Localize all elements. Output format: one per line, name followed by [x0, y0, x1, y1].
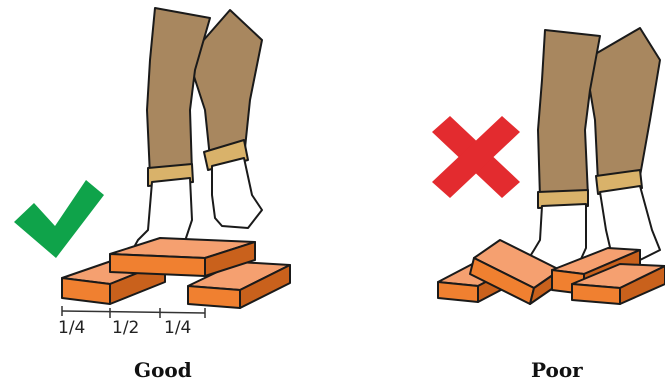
good-caption: Good [134, 358, 192, 382]
green-checkmark-icon [14, 180, 104, 258]
fraction-label-middle: 1/2 [112, 318, 139, 338]
fraction-label-left: 1/4 [58, 318, 85, 338]
measurement-marks [62, 306, 205, 318]
poor-left-leg [524, 30, 600, 276]
fraction-label-right: 1/4 [164, 318, 191, 338]
good-panel [14, 8, 290, 318]
poor-right-leg [585, 28, 660, 260]
poor-panel [432, 28, 665, 304]
left-leg [128, 8, 210, 266]
good-bricks [62, 238, 290, 308]
poor-caption: Poor [531, 358, 583, 382]
red-x-icon [432, 116, 520, 198]
